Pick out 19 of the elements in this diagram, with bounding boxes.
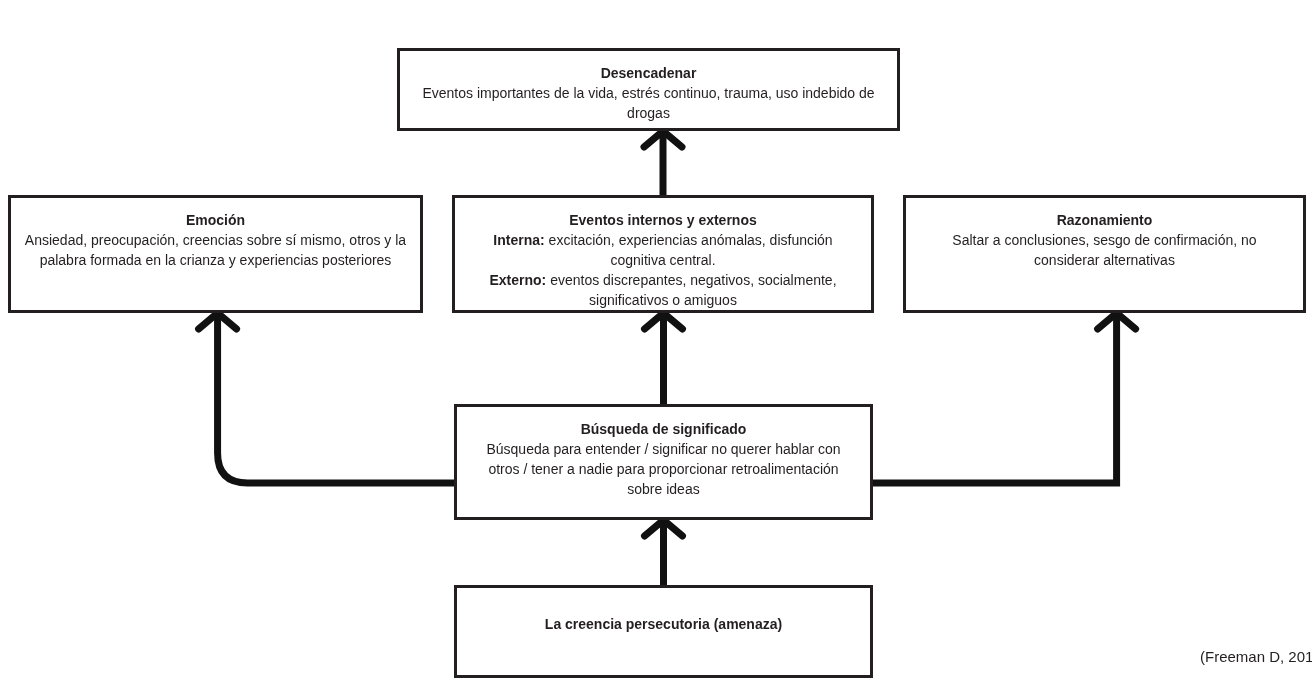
box-text: Ansiedad, preocupación, creencias sobre sí mismo, otros y la palabra formada en la crianza y experiencias posteriores	[23, 231, 408, 270]
process-box	[397, 48, 900, 131]
box-heading: Búsqueda de significado	[580, 420, 747, 439]
process-box	[454, 404, 873, 520]
box-text: Búsqueda para entender / significar no querer hablar con otros / tener a nadie para proporcionar retroalimentación sobre ideas	[485, 440, 842, 499]
process-box	[903, 195, 1306, 313]
box-text: Saltar a conclusiones, sesgo de confirmación, no considerar alternativas	[951, 231, 1258, 270]
box-text: Externo: eventos discrepantes, negativos, socialmente, significativos o amiguos	[488, 271, 838, 310]
process-box	[8, 195, 423, 313]
box-text: Eventos importantes de la vida, estrés continuo, trauma, uso indebido de drogas	[421, 84, 876, 123]
box-heading: Emoción	[185, 211, 246, 230]
process-box	[452, 195, 874, 313]
process-box	[454, 585, 873, 678]
box-heading: Desencadenar	[600, 64, 697, 83]
box-text: Interna: excitación, experiencias anómalas, disfunción cognitiva central.	[492, 231, 834, 270]
box-heading: La creencia persecutoria (amenaza)	[544, 615, 783, 634]
citation-note: (Freeman D, 201	[1200, 647, 1312, 667]
box-heading: Eventos internos y externos	[569, 211, 757, 230]
box-heading: Razonamiento	[1056, 211, 1153, 230]
